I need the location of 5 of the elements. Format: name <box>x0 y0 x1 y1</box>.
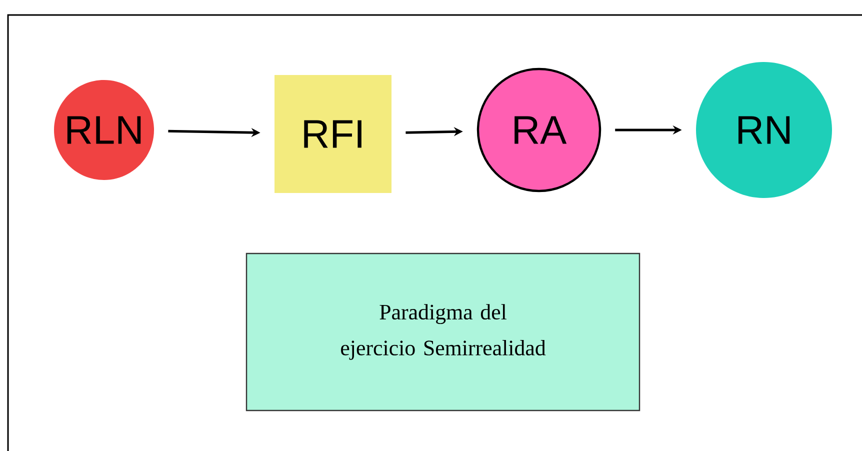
text-box: Paradigma del ejercicio Semirrealidad <box>246 252 640 412</box>
circle-node: RA <box>476 68 602 192</box>
circle-node: RN <box>696 62 832 198</box>
square-node: RFI <box>274 74 392 193</box>
circle-node: RLN <box>54 80 154 180</box>
